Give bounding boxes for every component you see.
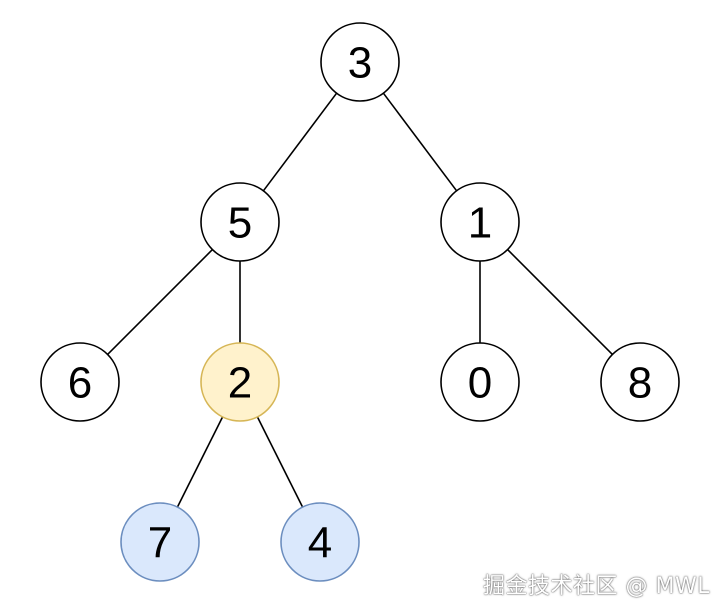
node-label: 6: [68, 359, 92, 408]
edge-n1-n8: [507, 249, 613, 355]
node-circle: [440, 182, 520, 262]
edges-layer: [107, 92, 613, 508]
tree-node-3: 3: [320, 22, 400, 102]
node-label: 1: [468, 199, 492, 248]
edge-n2-n4: [256, 416, 304, 508]
node-circle: [200, 182, 280, 262]
tree-node-4: 4: [280, 502, 360, 582]
node-label: 4: [308, 519, 332, 568]
node-label: 0: [468, 359, 492, 408]
node-circle: [120, 502, 200, 582]
tree-node-7: 7: [120, 502, 200, 582]
node-circle: [600, 342, 680, 422]
node-circle: [40, 342, 120, 422]
node-circle: [200, 342, 280, 422]
edge-n3-n5: [262, 92, 338, 192]
tree-node-5: 5: [200, 182, 280, 262]
node-label: 2: [228, 359, 252, 408]
edge-n5-n6: [107, 249, 213, 355]
tree-node-0: 0: [440, 342, 520, 422]
node-circle: [440, 342, 520, 422]
node-label: 5: [228, 199, 252, 248]
nodes-layer: 3 5 1 6 2 0 8 7 4: [40, 22, 680, 582]
tree-node-1: 1: [440, 182, 520, 262]
edge-n2-n7: [176, 416, 224, 508]
tree-node-2: 2: [200, 342, 280, 422]
node-label: 8: [628, 359, 652, 408]
node-circle: [280, 502, 360, 582]
node-label: 7: [148, 519, 172, 568]
tree-node-8: 8: [600, 342, 680, 422]
watermark-text: 掘金技术社区 @ MWL: [483, 574, 710, 599]
tree-node-6: 6: [40, 342, 120, 422]
node-label: 3: [348, 39, 372, 88]
node-circle: [320, 22, 400, 102]
edge-n3-n1: [382, 92, 458, 192]
